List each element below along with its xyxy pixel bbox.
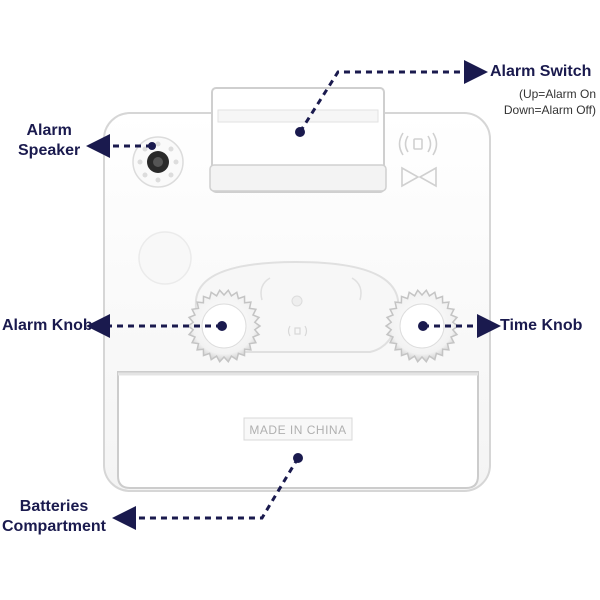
label-alarm-speaker-line2: Speaker <box>18 142 81 159</box>
annotation-dots <box>148 127 428 463</box>
label-alarm-knob: Alarm Knob <box>2 317 93 334</box>
sound-waves-icon <box>398 132 438 156</box>
label-alarm-speaker: Alarm Speaker <box>18 121 80 161</box>
label-alarm-switch: Alarm Switch <box>490 63 592 80</box>
alarm-speaker <box>132 136 184 188</box>
label-alarm-switch-note-line2: Down=Alarm Off) <box>503 103 596 117</box>
small-sound-icon <box>287 325 308 337</box>
label-alarm-switch-note: (Up=Alarm On Down=Alarm Off) <box>504 86 596 118</box>
made-in-china-text: MADE IN CHINA <box>249 423 346 437</box>
embossed-circle <box>138 231 192 285</box>
made-in-china-plate <box>243 417 353 441</box>
alarm-switch[interactable] <box>209 87 387 193</box>
center-dot <box>291 295 303 307</box>
label-batteries-compartment: Batteries Compartment <box>2 497 106 537</box>
label-batteries-line1: Batteries <box>19 498 89 515</box>
leader-batteries <box>112 457 300 530</box>
label-time-knob: Time Knob <box>500 317 583 334</box>
time-direction-arrow <box>351 277 362 301</box>
leader-alarm-switch <box>298 60 488 133</box>
label-alarm-speaker-line1: Alarm <box>26 122 72 139</box>
bell-icon <box>401 166 437 188</box>
annotation-leaders <box>86 60 501 530</box>
label-alarm-switch-note-line1: (Up=Alarm On <box>518 87 596 101</box>
label-batteries-line2: Compartment <box>2 518 107 535</box>
alarm-direction-arrow <box>260 277 271 301</box>
